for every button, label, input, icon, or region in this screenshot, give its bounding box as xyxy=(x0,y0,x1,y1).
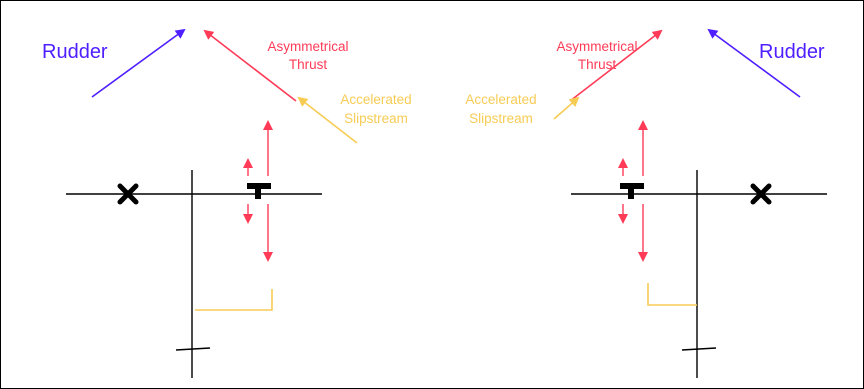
left-panel: Rudder Asymmetrical Thrust Accelerated S… xyxy=(42,28,412,378)
left-slipstream-label-line1: Accelerated xyxy=(340,92,411,107)
right-rudder-arrow xyxy=(707,28,801,98)
right-tail-line xyxy=(681,347,717,351)
right-moment-arm-bracket xyxy=(647,283,697,306)
left-thrust-label-line2: Thrust xyxy=(289,57,328,72)
left-tail-line xyxy=(175,347,211,351)
left-rudder-label: Rudder xyxy=(42,41,108,63)
right-slipstream-label-line1: Accelerated xyxy=(465,92,536,107)
left-x-mark-icon xyxy=(117,183,139,205)
left-thrust-label-line1: Asymmetrical xyxy=(267,39,348,54)
left-slipstream-arrow xyxy=(297,96,358,144)
right-panel: Asymmetrical Thrust Accelerated Slipstre… xyxy=(465,28,827,378)
left-moment-arm-bracket xyxy=(195,289,273,311)
right-slipstream-label-line2: Slipstream xyxy=(469,111,533,126)
left-rudder-arrow xyxy=(91,28,186,98)
right-x-mark-icon xyxy=(750,183,772,205)
right-thrust-label-line1: Asymmetrical xyxy=(556,39,637,54)
right-thrust-label-line2: Thrust xyxy=(578,57,617,72)
left-t-marker-icon xyxy=(247,183,271,199)
right-rudder-label: Rudder xyxy=(759,41,825,63)
right-slipstream-arrow xyxy=(553,96,580,120)
left-slipstream-label-line2: Slipstream xyxy=(344,111,408,126)
right-t-marker-icon xyxy=(620,183,644,199)
right-thrust-arrow xyxy=(569,29,663,102)
left-thrust-arrow xyxy=(203,29,297,102)
